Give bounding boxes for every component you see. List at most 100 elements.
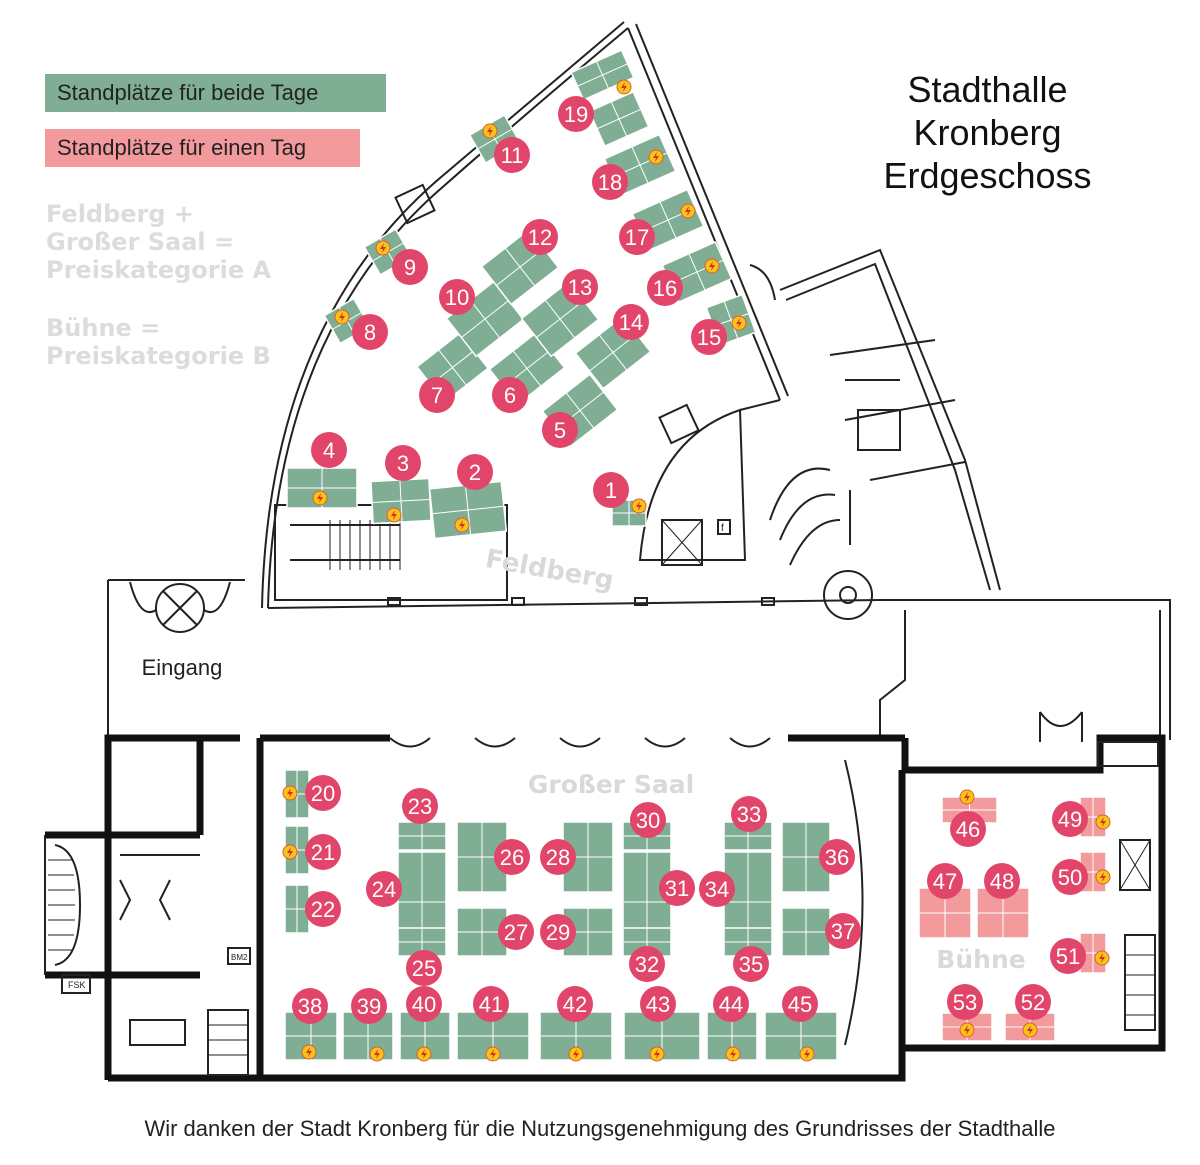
stand-41[interactable]: 41 [456,986,530,1062]
stand-number: 32 [635,952,659,977]
stand-number: 17 [625,225,649,250]
stand-number-badge [947,984,983,1020]
stand-number-badge [305,891,341,927]
stand-5[interactable]: 5 [541,373,619,448]
stand-12[interactable]: 12 [480,219,560,306]
stand-number: 23 [408,794,432,819]
title-line-2: Kronberg [913,112,1062,153]
stand-number-badge [540,914,576,950]
stand-26[interactable]: 26 [456,821,530,893]
stand-29[interactable]: 29 [540,907,614,957]
stand-3[interactable]: 3 [370,445,432,525]
stand-52[interactable]: 52 [1004,984,1056,1042]
stand-number-badge [733,946,769,982]
stand-20[interactable]: 20 [282,769,341,819]
stand-number-badge [647,270,683,306]
stand-number: 43 [646,992,670,1017]
stand-21[interactable]: 21 [282,825,341,875]
stand-19[interactable]: 19 [558,49,650,148]
stand-42[interactable]: 42 [539,986,613,1062]
stand-8[interactable]: 8 [323,297,388,350]
stand-7[interactable]: 7 [415,331,490,413]
stand-37[interactable]: 37 [781,907,861,957]
stand-2[interactable]: 2 [428,454,508,540]
stand-17[interactable]: 17 [619,188,705,255]
stand-48[interactable]: 48 [976,863,1030,939]
power-bolt-icon [573,1049,579,1059]
stand-45[interactable]: 45 [764,986,838,1062]
stand-4[interactable]: 4 [286,432,358,509]
stand-number: 27 [504,920,528,945]
power-bolt-icon [287,847,293,857]
stand-33[interactable]: 33 [723,796,773,851]
power-bolt-icon [391,510,397,520]
power-bolt-icon [287,788,293,798]
stand-53[interactable]: 53 [941,984,993,1042]
stand-number: 39 [357,994,381,1019]
stand-30[interactable]: 30 [622,802,672,851]
stand-divider [577,63,628,87]
stand-number-badge [494,839,530,875]
stand-number-badge [1052,859,1088,895]
stand-number-badge [691,319,727,355]
stand-number: 35 [739,952,763,977]
stand-number-badge [351,988,387,1024]
power-bolt-icon [621,82,627,92]
stand-number: 7 [431,383,443,408]
stand-16[interactable]: 16 [647,240,733,306]
stand-18[interactable]: 18 [592,133,677,200]
stand-44[interactable]: 44 [706,986,758,1062]
power-bolt-icon [709,261,715,271]
stand-46[interactable]: 46 [941,789,998,847]
stand-32[interactable]: 32 [622,927,672,982]
stand-number-badge [782,986,818,1022]
stand-number-badge [640,986,676,1022]
stand-38[interactable]: 38 [284,988,338,1061]
stand-number: 51 [1056,944,1080,969]
stand-43[interactable]: 43 [623,986,701,1062]
stand-number: 13 [568,275,592,300]
category-a-line-1: Feldberg + [46,200,195,228]
stand-49[interactable]: 49 [1052,796,1111,838]
stand-35[interactable]: 35 [723,927,773,982]
stand-14[interactable]: 14 [574,304,652,390]
stand-number: 38 [298,994,322,1019]
stand-number: 1 [605,478,617,503]
stand-number-badge [457,454,493,490]
stand-number-badge [392,249,428,285]
stand-number-badge [1052,801,1088,837]
stand-13[interactable]: 13 [520,269,600,358]
stand-number-badge [311,432,347,468]
stand-23[interactable]: 23 [397,788,447,851]
stand-27[interactable]: 27 [456,907,534,957]
stand-36[interactable]: 36 [781,821,855,893]
power-bolt-icon [736,318,742,328]
stand-divider [372,498,430,504]
stand-50[interactable]: 50 [1052,851,1111,895]
stand-number-badge [619,219,655,255]
stand-number: 28 [546,845,570,870]
power-bolt-icon [459,520,465,530]
stand-divider [432,505,504,515]
stand-28[interactable]: 28 [540,821,614,893]
stand-number: 3 [397,451,409,476]
stand-11[interactable]: 11 [468,114,530,173]
stand-25[interactable]: 25 [397,927,447,986]
stand-number: 25 [412,956,436,981]
stand-number: 40 [412,992,436,1017]
stand-number-badge [593,472,629,508]
stand-51[interactable]: 51 [1050,932,1110,974]
stand-22[interactable]: 22 [284,884,341,934]
stand-number-badge [1015,984,1051,1020]
stand-1[interactable]: 1 [593,472,647,527]
stand-number: 24 [372,877,396,902]
stand-40[interactable]: 40 [399,986,451,1062]
bm2-label: BM2 [231,953,248,962]
stand-15[interactable]: 15 [691,293,757,355]
stand-39[interactable]: 39 [342,988,394,1062]
legend-both-days-label: Standplätze für beide Tage [57,80,319,105]
stand-9[interactable]: 9 [363,228,428,285]
stand-47[interactable]: 47 [918,863,972,939]
stand-number-badge [927,863,963,899]
stand-number-badge [825,913,861,949]
